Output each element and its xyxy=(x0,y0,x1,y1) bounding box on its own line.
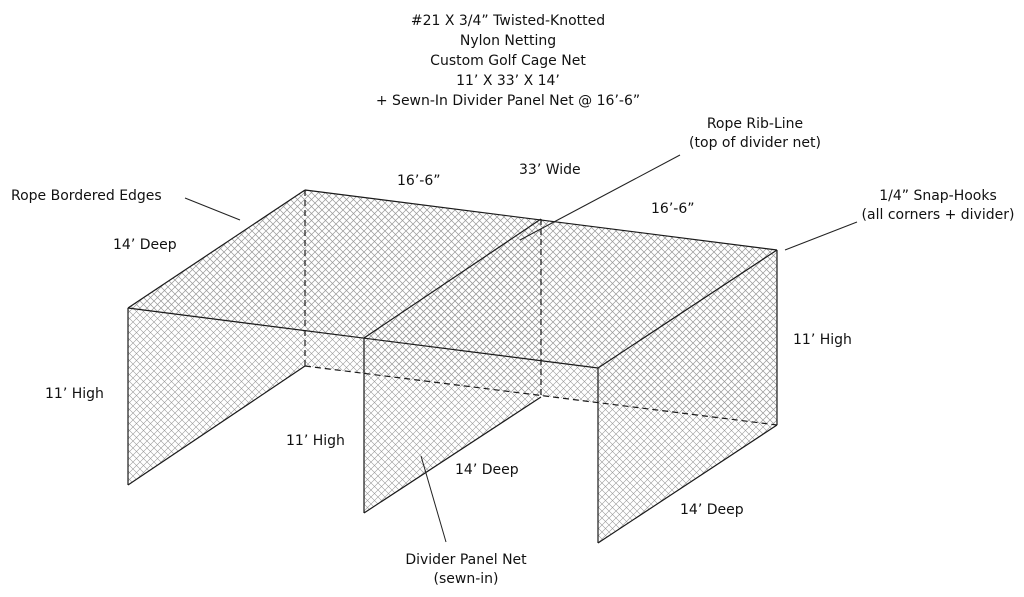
divider-panel-leader xyxy=(420,455,447,543)
wide-label: 33’ Wide xyxy=(519,162,581,178)
labels: Rope Bordered Edges 14’ Deep 11’ High 11… xyxy=(11,116,1014,587)
divider-panel-net xyxy=(364,219,541,513)
title-line-3: Custom Golf Cage Net xyxy=(430,53,586,69)
rib-line-leader xyxy=(519,154,681,241)
high-divider-label: 11’ High xyxy=(286,433,345,449)
title-line-1: #21 X 3/4” Twisted-Knotted xyxy=(411,13,605,29)
right-end-net xyxy=(598,250,777,543)
snap-hooks-leader xyxy=(784,221,858,251)
rope-edges-leader xyxy=(184,197,241,221)
divider-bottom-edge xyxy=(363,396,542,514)
divider-panel-label: Divider Panel Net xyxy=(405,552,527,568)
high-left-label: 11’ High xyxy=(45,386,104,402)
rope-bordered-edges-label: Rope Bordered Edges xyxy=(11,188,162,204)
net-panels xyxy=(128,190,777,543)
title-block: #21 X 3/4” Twisted-Knotted Nylon Netting… xyxy=(376,13,640,109)
divider-panel-sublabel: (sewn-in) xyxy=(434,571,499,587)
right-top-edge xyxy=(597,249,778,369)
left-bottom-edge xyxy=(127,365,306,486)
snap-hooks-sublabel: (all corners + divider) xyxy=(862,207,1015,223)
rib-line-label: Rope Rib-Line xyxy=(707,116,803,132)
title-line-2: Nylon Netting xyxy=(460,33,556,49)
deep-right-label: 14’ Deep xyxy=(680,502,744,518)
title-line-4: 11’ X 33’ X 14’ xyxy=(456,73,560,89)
section-left-label: 16’-6” xyxy=(397,173,440,189)
deep-divider-label: 14’ Deep xyxy=(455,462,519,478)
rib-line-sublabel: (top of divider net) xyxy=(689,135,821,151)
title-line-5: + Sewn-In Divider Panel Net @ 16’-6” xyxy=(376,93,640,109)
front-top-edge xyxy=(127,307,599,369)
leader-lines xyxy=(184,154,858,543)
section-right-label: 16’-6” xyxy=(651,201,694,217)
high-right-label: 11’ High xyxy=(793,332,852,348)
frame-edges xyxy=(127,189,778,544)
left-end-net xyxy=(128,190,305,485)
left-top-edge xyxy=(127,189,306,309)
snap-hooks-label: 1/4” Snap-Hooks xyxy=(879,188,997,204)
right-bottom-edge xyxy=(597,424,778,544)
deep-left-top-label: 14’ Deep xyxy=(113,237,177,253)
divider-rib-line xyxy=(363,218,542,339)
